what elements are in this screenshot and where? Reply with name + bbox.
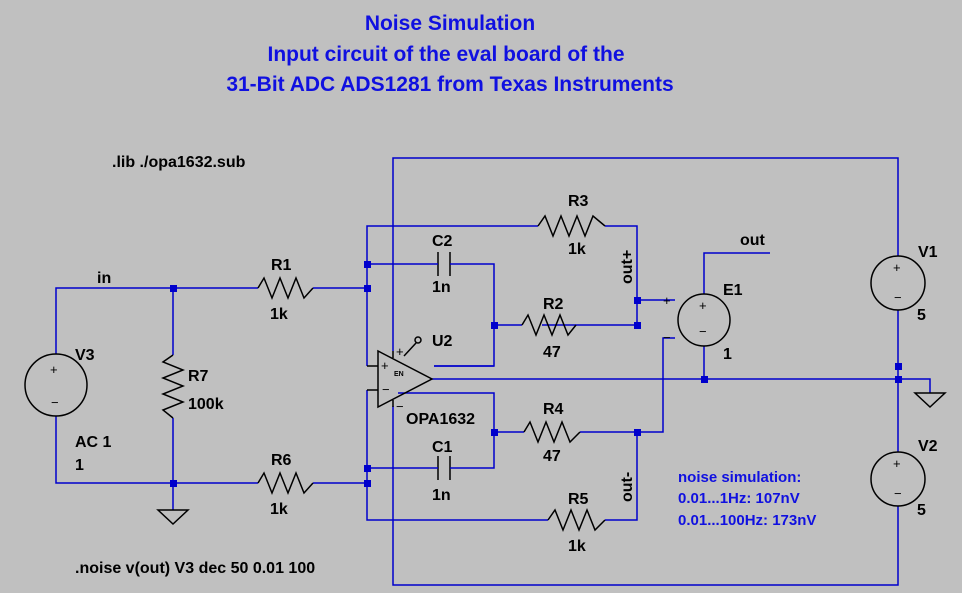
- noise-result-line2: 0.01...100Hz: 173nV: [678, 512, 816, 529]
- wire-in: [55, 287, 258, 354]
- u2-value: OPA1632: [406, 411, 475, 428]
- c1-name: C1: [432, 439, 453, 456]
- ground-icon-right: [913, 392, 947, 409]
- svg-text:+: +: [893, 260, 901, 275]
- svg-text:−: −: [663, 330, 671, 345]
- wire-fb-top: [366, 225, 538, 264]
- wire-fb-bottom: [366, 483, 548, 521]
- v2-value: 5: [917, 502, 926, 519]
- net-label-in: in: [97, 270, 111, 287]
- wire-c1-right: [398, 392, 495, 469]
- r5-value: 1k: [568, 538, 586, 555]
- resistor-r3: [537, 213, 606, 239]
- voltage-source-v1: [870, 255, 926, 311]
- u2-en-pin: EN: [394, 371, 404, 378]
- r1-name: R1: [271, 257, 292, 274]
- svg-text:+: +: [699, 298, 707, 313]
- svg-text:+: +: [663, 293, 671, 308]
- resistor-r7: [160, 354, 186, 419]
- svg-text:+: +: [893, 456, 901, 471]
- resistor-r2: [521, 312, 577, 338]
- svg-text:−: −: [382, 382, 390, 397]
- noise-directive: .noise v(out) V3 dec 50 0.01 100: [75, 560, 315, 577]
- resistor-r1: [257, 275, 314, 301]
- svg-text:−: −: [699, 324, 707, 339]
- wire-r5-right: [580, 431, 638, 521]
- u2-name: U2: [432, 333, 453, 350]
- v3-name: V3: [75, 347, 95, 364]
- lib-directive: .lib ./opa1632.sub: [112, 154, 246, 171]
- r1-value: 1k: [270, 306, 288, 323]
- svg-text:−: −: [51, 395, 59, 410]
- r7-name: R7: [188, 368, 209, 385]
- voltage-source-v3: [24, 353, 88, 417]
- noise-result-line1: 0.01...1Hz: 107nV: [678, 490, 800, 507]
- svg-text:−: −: [396, 399, 404, 414]
- title-line1: Noise Simulation: [365, 12, 535, 35]
- svg-text:+: +: [396, 344, 404, 359]
- wire-vminus-rail: [392, 406, 899, 586]
- v2-name: V2: [918, 438, 938, 455]
- v1-name: V1: [918, 244, 938, 261]
- r4-value: 47: [543, 448, 561, 465]
- wire-out: [703, 252, 770, 294]
- opamp-u2: [367, 336, 434, 409]
- r7-value: 100k: [188, 396, 224, 413]
- vcvs-e1: [677, 293, 731, 347]
- c1-value: 1n: [432, 487, 451, 504]
- v3-value-dc: 1: [75, 457, 84, 474]
- svg-text:+: +: [381, 358, 389, 373]
- title-line3: 31-Bit ADC ADS1281 from Texas Instrument…: [226, 73, 673, 96]
- r2-name: R2: [543, 296, 564, 313]
- c2-value: 1n: [432, 279, 451, 296]
- wire-vplus-rail: [392, 157, 899, 351]
- r4-name: R4: [543, 401, 564, 418]
- svg-text:+: +: [50, 362, 58, 377]
- net-label-out-minus: out-: [619, 472, 636, 502]
- v1-value: 5: [917, 307, 926, 324]
- noise-result-heading: noise simulation:: [678, 469, 801, 486]
- net-label-out: out: [740, 232, 766, 249]
- e1-value: 1: [723, 346, 732, 363]
- net-label-out-plus: out+: [619, 250, 636, 284]
- svg-text:−: −: [894, 290, 902, 305]
- resistor-r4: [523, 419, 581, 445]
- r3-value: 1k: [568, 241, 586, 258]
- wire-out-minus-e1: [637, 337, 675, 433]
- ground-icon-left: [156, 509, 190, 526]
- resistor-r6: [257, 470, 314, 496]
- wire-v3-bottom: [55, 416, 258, 484]
- wire-gnd-right: [898, 378, 931, 393]
- r6-value: 1k: [270, 501, 288, 518]
- wire-r3-right: [542, 225, 638, 326]
- resistor-r5: [547, 507, 606, 533]
- title-line2: Input circuit of the eval board of the: [267, 43, 624, 66]
- wires: [55, 157, 931, 586]
- r5-name: R5: [568, 491, 589, 508]
- voltage-source-v2: [870, 451, 926, 507]
- c2-name: C2: [432, 233, 453, 250]
- e1-name: E1: [723, 282, 743, 299]
- r6-name: R6: [271, 452, 292, 469]
- svg-text:−: −: [894, 486, 902, 501]
- v3-value-ac: AC 1: [75, 434, 112, 451]
- r3-name: R3: [568, 193, 589, 210]
- r2-value: 47: [543, 344, 561, 361]
- junctions: [170, 261, 902, 487]
